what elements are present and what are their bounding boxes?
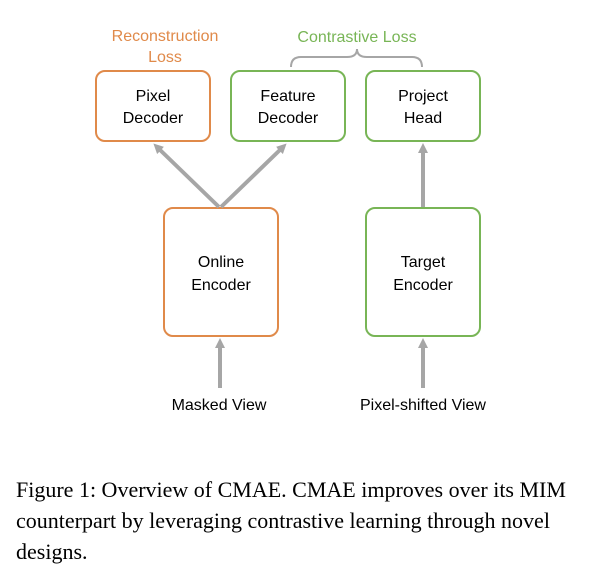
contrastive-loss-label: Contrastive Loss: [297, 29, 416, 46]
cmae-diagram: Reconstruction Loss Contrastive Loss Pix…: [95, 28, 486, 414]
project-head-label-line2: Head: [404, 110, 442, 127]
arrow-online-to-feature-decoder: [219, 143, 287, 209]
feature-decoder-label-line1: Feature: [260, 88, 315, 105]
online-encoder-label-line2: Encoder: [191, 277, 251, 294]
feature-decoder-box: [230, 70, 346, 142]
contrastive-loss-bracket: [290, 48, 423, 68]
reconstruction-loss-label-line1: Reconstruction: [112, 28, 219, 45]
target-encoder-label-line2: Encoder: [393, 277, 453, 294]
target-encoder-label-line1: Target: [401, 254, 446, 271]
project-head-label-line1: Project: [398, 88, 448, 105]
pixel-decoder-box: [95, 70, 211, 142]
online-encoder-box: [163, 207, 279, 337]
masked-view-label: Masked View: [172, 397, 267, 414]
online-encoder-label-line1: Online: [198, 254, 244, 271]
target-encoder-box: [365, 207, 481, 337]
reconstruction-loss-label-line2: Loss: [148, 49, 182, 66]
arrow-online-to-pixel-decoder: [153, 143, 221, 209]
pixel-decoder-label-line1: Pixel: [136, 88, 171, 105]
project-head-box: [365, 70, 481, 142]
feature-decoder-label-line2: Decoder: [258, 110, 319, 127]
figure-caption: Figure 1: Overview of CMAE. CMAE improve…: [16, 477, 566, 564]
pixel-decoder-label-line2: Decoder: [123, 110, 184, 127]
pixel-shifted-view-label: Pixel-shifted View: [360, 397, 486, 414]
